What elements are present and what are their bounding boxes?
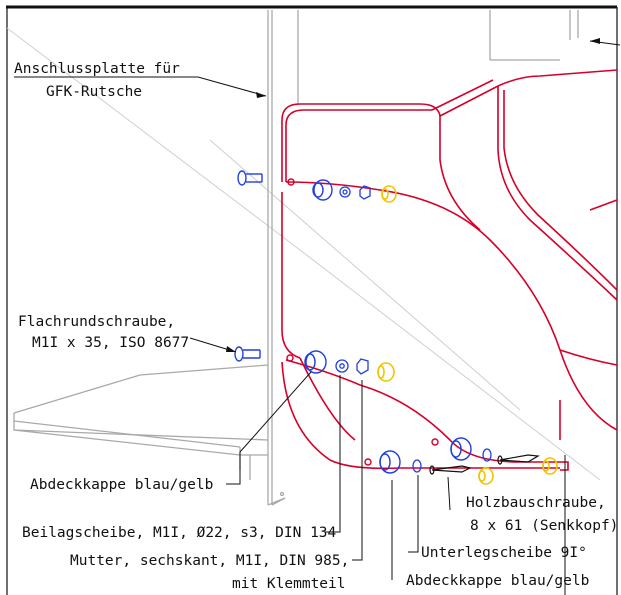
- flat-head-screw-middle: [234, 346, 261, 362]
- label-screw-line2: M1I x 35, ISO 8677: [32, 335, 189, 351]
- label-screw-line1: Flachrundschraube,: [18, 314, 175, 330]
- label-wood-screw-line2: 8 x 61 (Senkkopf): [470, 518, 618, 534]
- nut-top: [359, 185, 371, 200]
- wood-screw-bottom: [429, 465, 472, 475]
- label-plate-line1: Anschlussplatte für: [14, 61, 180, 77]
- leader-arrowheads: [226, 38, 600, 352]
- cover-cap-yellow-top: [381, 185, 397, 203]
- fastener-row-top: [237, 170, 397, 203]
- red-marker-bottom-left: [364, 458, 372, 466]
- cover-cap-blue-top: [312, 179, 333, 201]
- flat-head-screw-top: [237, 170, 263, 186]
- leader-lines: [14, 40, 621, 595]
- label-under-washer: Unterlegscheibe 9I°: [421, 545, 587, 561]
- cover-cap-yellow-bottom-right: [542, 457, 558, 475]
- red-marker-top: [287, 178, 295, 186]
- construction-lines: [6, 27, 601, 481]
- label-washer: Beilagscheibe, M1I, Ø22, s3, DIN 134: [22, 525, 337, 541]
- label-cap-left: Abdeckkappe blau/gelb: [30, 477, 213, 493]
- cover-cap-yellow-middle: [377, 362, 395, 382]
- washer-top: [339, 186, 351, 198]
- label-nut-line1: Mutter, sechskant, M1I, DIN 985,: [70, 553, 349, 569]
- washer-middle: [335, 359, 349, 373]
- support-post: [267, 10, 579, 506]
- red-marker-middle: [286, 354, 294, 362]
- cover-cap-yellow-bottom-left: [478, 467, 494, 485]
- label-nut-line2: mit Klemmteil: [232, 576, 346, 592]
- slide-profile: [281, 69, 618, 471]
- label-cap-bottom: Abdeckkappe blau/gelb: [406, 573, 589, 589]
- cover-cap-blue-middle: [304, 350, 327, 374]
- under-washer-bottom-right: [482, 448, 492, 462]
- nut-middle: [356, 358, 369, 375]
- platform-deck: [13, 364, 269, 480]
- label-plate-line2: GFK-Rutsche: [46, 84, 142, 100]
- label-wood-screw-line1: Holzbauschraube,: [466, 495, 606, 511]
- under-washer-bottom: [412, 459, 422, 473]
- cover-cap-blue-bottom-left: [379, 450, 401, 474]
- wood-screw-bottom-right: [497, 454, 540, 465]
- cover-cap-blue-bottom-right: [450, 437, 472, 461]
- fastener-row-middle: [234, 346, 395, 382]
- red-marker-bottom-right: [431, 438, 439, 446]
- fastener-row-bottom: [364, 437, 558, 485]
